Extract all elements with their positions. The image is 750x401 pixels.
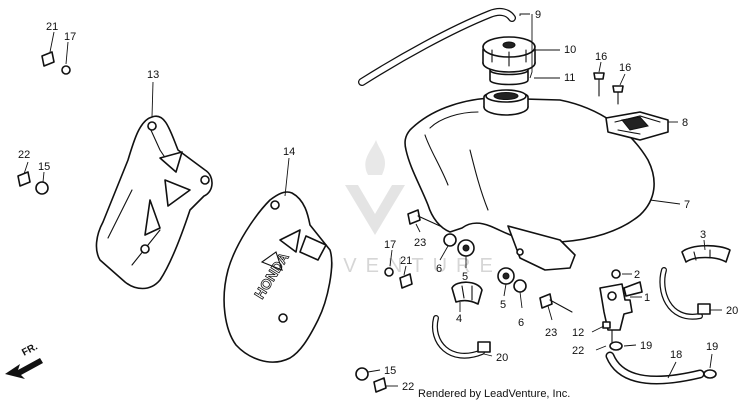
side-guard-plate — [95, 115, 213, 290]
bolt-22b — [373, 377, 387, 393]
valve-screw — [602, 321, 611, 329]
bolt-16a — [593, 72, 605, 97]
callout-23b: 23 — [545, 327, 557, 339]
callout-4: 4 — [456, 313, 462, 325]
callout-9: 9 — [535, 9, 541, 21]
callout-1: 1 — [644, 292, 650, 304]
fuel-cap — [482, 36, 536, 86]
callout-10: 10 — [564, 44, 576, 56]
callout-11: 11 — [564, 72, 575, 84]
side-cover: HONDA — [223, 191, 333, 363]
watermark-logo — [345, 140, 405, 235]
callout-17: 17 — [64, 31, 76, 43]
callout-6b: 6 — [518, 317, 524, 329]
callout-3: 3 — [700, 229, 706, 241]
hose-clip-19b — [703, 369, 717, 379]
callout-20-left: 20 — [496, 352, 508, 364]
collar-15b — [355, 367, 369, 381]
callout-5a: 5 — [462, 271, 468, 283]
callouts: 21 17 13 22 15 14 9 10 11 16 16 8 7 3 2 … — [18, 9, 738, 393]
collar-6a — [443, 233, 457, 247]
callout-21b: 21 — [400, 255, 412, 267]
tank-bracket — [605, 111, 669, 141]
callout-6a: 6 — [436, 263, 442, 275]
callout-22b: 22 — [572, 345, 584, 357]
fr-label: FR. — [20, 341, 40, 358]
bolt-23a — [407, 209, 441, 227]
callout-13: 13 — [147, 69, 159, 81]
callout-20-right: 20 — [726, 305, 738, 317]
washer-2 — [611, 269, 621, 279]
callout-7: 7 — [684, 199, 690, 211]
mount-rubber-4 — [451, 281, 483, 305]
fuel-tank — [404, 89, 655, 271]
fuel-line — [605, 351, 705, 385]
callout-19a: 19 — [640, 340, 652, 352]
bolt-23b — [539, 293, 573, 313]
bolt-16b — [612, 85, 624, 105]
bolt-21b — [399, 273, 413, 289]
callout-14: 14 — [283, 146, 295, 158]
callout-12: 12 — [572, 327, 584, 339]
callout-16b: 16 — [619, 62, 631, 74]
render-credit: Rendered by LeadVenture, Inc. — [418, 388, 570, 400]
callout-17b: 17 — [384, 239, 396, 251]
callout-21: 21 — [46, 21, 58, 33]
callout-8: 8 — [682, 117, 688, 129]
fuel-valve — [599, 281, 643, 343]
tank-strap-left — [431, 315, 491, 359]
callout-18: 18 — [670, 349, 682, 361]
washer-17b — [384, 267, 394, 277]
callout-19b: 19 — [706, 341, 718, 353]
tank-strap-right — [659, 267, 711, 320]
bolt-21a — [41, 51, 55, 67]
callout-15: 15 — [38, 161, 50, 173]
bolt-22a — [17, 171, 31, 187]
callout-2: 2 — [634, 269, 640, 281]
washer-17a — [61, 65, 71, 75]
grommet-5b — [497, 267, 515, 285]
callout-23a: 23 — [414, 237, 426, 249]
callout-16a: 16 — [595, 51, 607, 63]
collar-6b — [513, 279, 527, 293]
callout-5b: 5 — [500, 299, 506, 311]
callout-22-bottom: 22 — [402, 381, 414, 393]
front-direction-arrow: FR. — [5, 341, 43, 379]
collar-15a — [35, 181, 49, 195]
leader-lines — [23, 13, 722, 387]
callout-22: 22 — [18, 149, 30, 161]
mount-rubber-3 — [681, 244, 731, 263]
hose-clip-19a — [609, 341, 623, 351]
callout-15b: 15 — [384, 365, 396, 377]
grommet-5a — [457, 239, 475, 257]
breather-tube — [358, 7, 516, 86]
